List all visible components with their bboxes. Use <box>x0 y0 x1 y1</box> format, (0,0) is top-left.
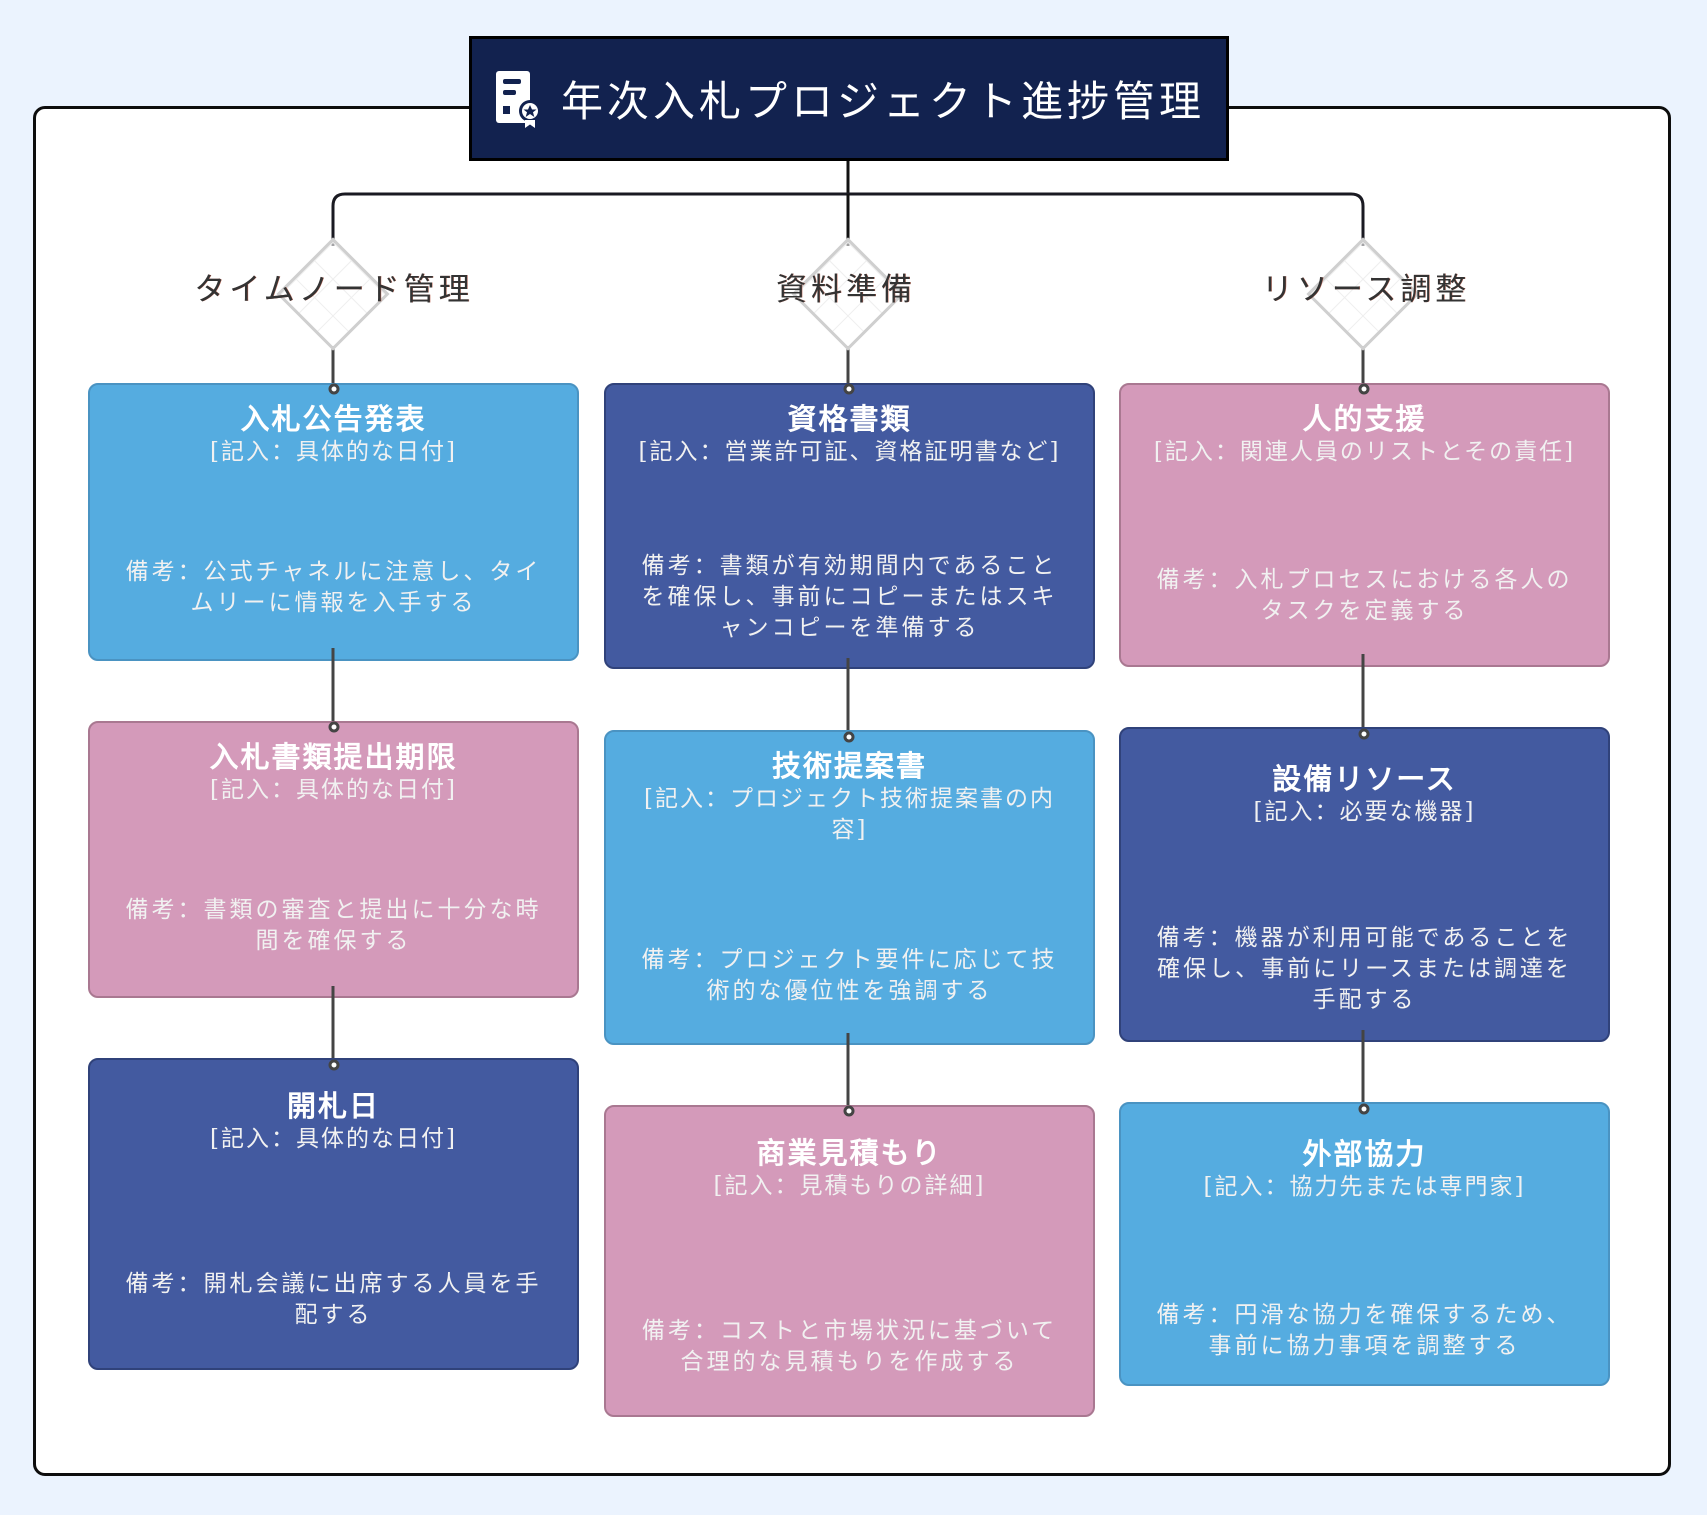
node-commercial-quote[interactable]: 商業見積もり [記入：見積もりの詳細] 備考：コストと市場状況に基づいて合理的な… <box>604 1105 1095 1417</box>
node-note: 備考：コストと市場状況に基づいて合理的な見積もりを作成する <box>641 1318 1058 1375</box>
certificate-document-icon <box>495 70 541 128</box>
branch-label-resources: リソース調整 <box>1261 272 1471 308</box>
node-note: 備考：公式チャネルに注意し、タイムリーに情報を入手する <box>125 559 542 616</box>
node-note: 備考：入札プロセスにおける各人のタスクを定義する <box>1156 567 1573 624</box>
node-title: 人的支援 <box>1302 402 1427 436</box>
node-input-field: [記入：見積もりの詳細] <box>713 1173 986 1199</box>
node-input-field: [記入：具体的な日付] <box>210 777 457 803</box>
node-note: 備考：円滑な協力を確保するため、事前に協力事項を調整する <box>1156 1302 1573 1359</box>
page-title: 年次入札プロジェクト進捗管理 <box>469 36 1229 161</box>
node-note: 備考：書類の審査と提出に十分な時間を確保する <box>125 897 542 954</box>
node-title: 入札書類提出期限 <box>209 740 458 774</box>
title-text: 年次入札プロジェクト進捗管理 <box>560 77 1205 126</box>
node-input-field: [記入：営業許可証、資格証明書など] <box>638 439 1061 465</box>
node-technical-proposal[interactable]: 技術提案書 [記入：プロジェクト技術提案書の内容] 備考：プロジェクト要件に応じ… <box>604 730 1095 1045</box>
node-human-support[interactable]: 人的支援 [記入：関連人員のリストとその責任] 備考：入札プロセスにおける各人の… <box>1119 383 1610 667</box>
node-input-field: [記入：必要な機器] <box>1253 799 1476 825</box>
node-input-field: [記入：具体的な日付] <box>210 1126 457 1152</box>
node-submission-deadline[interactable]: 入札書類提出期限 [記入：具体的な日付] 備考：書類の審査と提出に十分な時間を確… <box>88 721 579 998</box>
branch-label-timeline: タイムノード管理 <box>194 272 474 308</box>
node-title: 入札公告発表 <box>240 402 427 436</box>
node-title: 外部協力 <box>1302 1137 1427 1171</box>
node-input-field: [記入：協力先または専門家] <box>1203 1174 1526 1200</box>
node-title: 資格書類 <box>787 402 912 436</box>
node-input-field: [記入：具体的な日付] <box>210 439 457 465</box>
node-input-field: [記入：プロジェクト技術提案書の内容] <box>644 786 1055 843</box>
node-title: 商業見積もり <box>756 1136 943 1170</box>
node-note: 備考：開札会議に出席する人員を手配する <box>125 1271 542 1328</box>
node-note: 備考：書類が有効期間内であることを確保し、事前にコピーまたはスキャンコピーを準備… <box>641 553 1058 641</box>
node-external-cooperation[interactable]: 外部協力 [記入：協力先または専門家] 備考：円滑な協力を確保するため、事前に協… <box>1119 1102 1610 1386</box>
node-qualification-documents[interactable]: 資格書類 [記入：営業許可証、資格証明書など] 備考：書類が有効期間内であること… <box>604 383 1095 669</box>
branch-label-materials: 資料準備 <box>776 272 916 308</box>
node-note: 備考：機器が利用可能であることを確保し、事前にリースまたは調達を手配する <box>1156 925 1573 1013</box>
node-equipment-resources[interactable]: 設備リソース [記入：必要な機器] 備考：機器が利用可能であることを確保し、事前… <box>1119 727 1610 1042</box>
node-title: 技術提案書 <box>771 749 927 783</box>
node-bid-announcement[interactable]: 入札公告発表 [記入：具体的な日付] 備考：公式チャネルに注意し、タイムリーに情… <box>88 383 579 661</box>
node-input-field: [記入：関連人員のリストとその責任] <box>1153 439 1576 465</box>
node-opening-date[interactable]: 開札日 [記入：具体的な日付] 備考：開札会議に出席する人員を手配する <box>88 1058 579 1370</box>
node-note: 備考：プロジェクト要件に応じて技術的な優位性を強調する <box>641 947 1058 1004</box>
node-title: 設備リソース <box>1272 762 1457 796</box>
node-title: 開札日 <box>286 1089 380 1123</box>
